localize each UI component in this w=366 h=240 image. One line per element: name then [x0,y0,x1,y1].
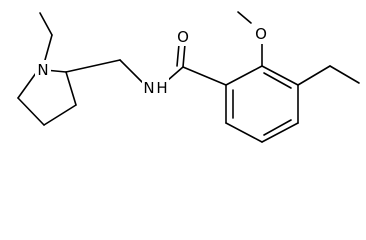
amide-nitrogen-label: N [143,79,154,97]
bond-ring-c5-n [17,72,37,99]
bond-benzene-4-5 [261,122,299,143]
bond-c2-ch2 [65,59,121,73]
bond-benzene-inner-4-5 [263,119,292,136]
amide-hydrogen-label: H [156,79,167,97]
amide-hydrogen-bg [155,78,169,97]
methoxy-oxygen-bg [253,24,269,44]
ring-nitrogen-label: N [37,61,48,79]
bond-methoxy-o-ch3 [237,11,252,24]
bond-benzene-1-2 [225,65,263,86]
bond-carbonyl-double-b [176,43,180,67]
chemical-structure-diagram: N N H O O [17,11,360,143]
bond-benzene-5-6 [225,122,263,143]
bond-ring-ethyl-ch2 [297,65,331,86]
carbonyl-oxygen-label: O [177,28,189,46]
bond-ring-c4-c5 [17,97,45,126]
methoxy-oxygen-label: O [255,25,267,43]
bond-ring-c2-c3 [65,71,77,106]
bond-benzene-2-3 [261,65,299,86]
bond-ethyl-ch3-ch2 [39,12,53,36]
bond-ethyl-ch2-n [44,34,53,61]
bond-carbonyl-double-a [182,43,186,68]
ring-nitrogen-bg [35,60,51,80]
bond-lines [17,11,360,143]
bond-benzene-inner-2-3 [263,72,292,89]
amide-nitrogen-bg [142,78,156,97]
carbonyl-oxygen-bg [175,28,191,46]
bond-ethyl-ch2-ch3 [329,65,360,84]
atom-labels: N N H O O [35,24,269,97]
bond-ring-c3-c4 [43,104,77,126]
bond-ch2-nh [119,59,145,85]
bond-carbonyl-c-ring [182,66,227,86]
